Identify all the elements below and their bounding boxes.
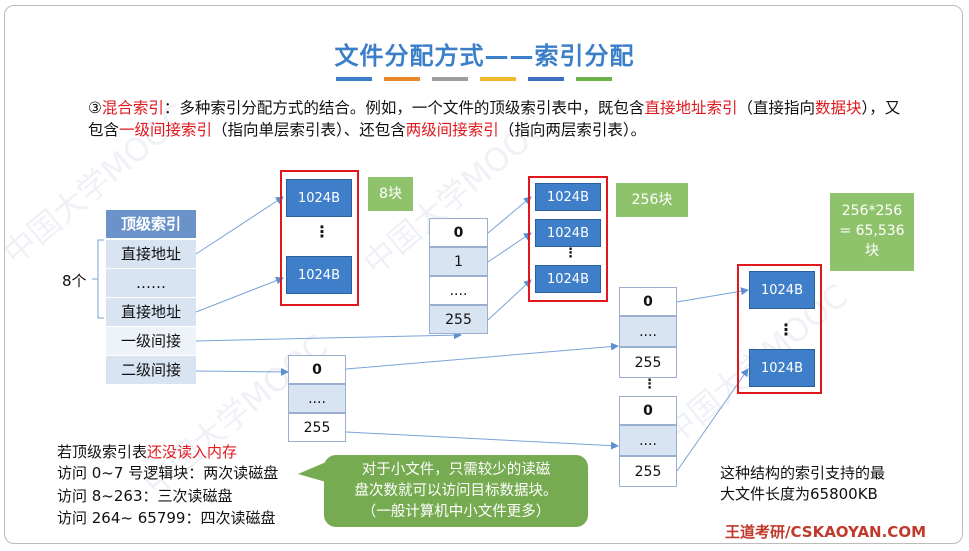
note-line: 若顶级索引表还没读入内存 <box>57 443 238 461</box>
data-block: 1024B <box>286 179 352 217</box>
group-brace <box>92 239 104 319</box>
index-entry: 0 <box>619 396 677 425</box>
note-line: 访问 0~7 号逻辑块：两次读磁盘 <box>57 464 279 482</box>
direct-blocks-highlight <box>280 170 359 306</box>
top-index-header: 顶级索引 <box>106 210 196 238</box>
index-entry: 1 <box>429 247 488 276</box>
slide-frame <box>4 5 963 544</box>
single-indirect-highlight <box>528 176 608 302</box>
data-block: 1024B <box>535 183 601 211</box>
top-index-row: 二级间接 <box>106 356 196 384</box>
ellipsis: ⋮ <box>564 246 577 261</box>
index-entry: .... <box>619 425 677 456</box>
count-callout-256: 256块 <box>616 183 688 217</box>
data-block: 1024B <box>535 265 601 293</box>
data-block: 1024B <box>535 219 601 247</box>
pointer-arrow <box>345 342 619 370</box>
double-indirect-highlight <box>737 264 822 394</box>
pointer-arrow <box>487 279 532 321</box>
top-index-row: 直接地址 <box>106 298 196 326</box>
top-index-row: 直接地址 <box>106 240 196 268</box>
pointer-arrow <box>487 196 532 234</box>
pointer-arrow <box>195 196 284 255</box>
pointer-arrow <box>676 368 749 472</box>
index-entry: 255 <box>429 305 488 334</box>
ellipsis: ⋮ <box>314 222 330 241</box>
intro-paragraph: ③混合索引：多种索引分配方式的结合。例如，一个文件的顶级索引表中，既包含直接地址… <box>88 99 901 139</box>
note-line: 访问 8~263：三次读磁盘 <box>57 487 233 505</box>
pointer-arrow <box>487 232 532 263</box>
index-entry: 255 <box>619 456 677 487</box>
footer-brand: 王道考研/CSKAOYAN.COM <box>725 523 926 541</box>
top-index-row: …… <box>106 269 196 297</box>
count-callout-8: 8块 <box>368 177 413 211</box>
index-entry: 255 <box>288 413 346 442</box>
index-entry: .... <box>288 384 346 413</box>
index-entry: 0 <box>429 218 488 247</box>
index-entry: .... <box>619 316 677 347</box>
top-index-row: 一级间接 <box>106 327 196 355</box>
pointer-arrow <box>195 331 462 342</box>
pointer-arrow <box>195 367 289 376</box>
pointer-arrow <box>676 287 749 303</box>
bubble-pointer <box>298 462 326 482</box>
index-entry: 0 <box>619 287 677 316</box>
count-callout-65536: 256*256 = 65,536 块 <box>830 193 914 271</box>
data-block: 1024B <box>286 256 352 294</box>
index-entry: 0 <box>288 355 346 384</box>
data-block: 1024B <box>749 271 815 309</box>
ellipsis: ⋮ <box>778 320 794 339</box>
pointer-arrow <box>195 276 284 313</box>
pointer-arrow <box>345 431 619 450</box>
ellipsis: ⋮ <box>643 377 656 392</box>
data-block: 1024B <box>749 349 815 387</box>
max-size-note: 大文件长度为65800KB <box>720 485 878 503</box>
direct-count-label: 8个 <box>62 272 87 290</box>
slide-title: 文件分配方式——索引分配 <box>334 42 635 70</box>
index-entry: .... <box>429 276 488 305</box>
note-line: 访问 264~ 65799：四次读磁盘 <box>57 509 276 527</box>
index-entry: 255 <box>619 347 677 378</box>
max-size-note: 这种结构的索引支持的最 <box>720 464 886 482</box>
small-file-bubble: 对于小文件，只需较少的读磁 盘次数就可以访问目标数据块。 （一般计算机中小文件更… <box>324 455 588 527</box>
